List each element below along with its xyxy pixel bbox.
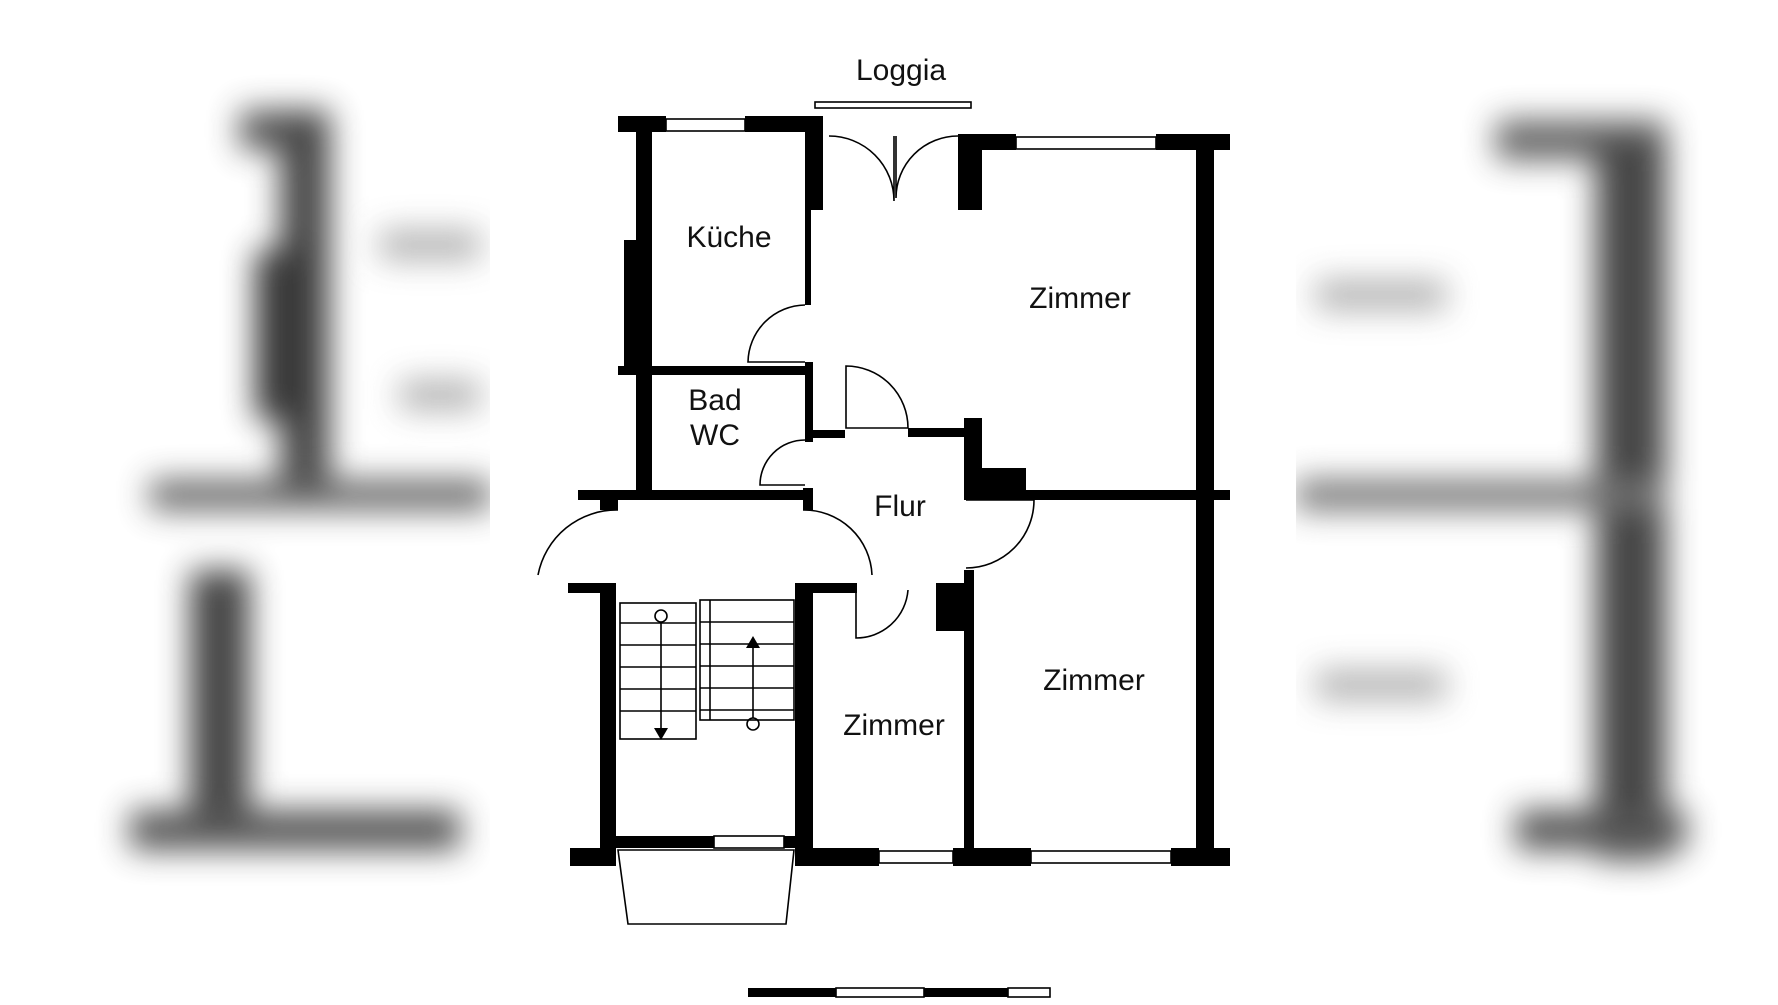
wall [805,210,811,305]
room-label-zimmer-small: Zimmer [843,709,945,742]
wall [624,240,638,370]
room-label-zimmer-right: Zimmer [1043,664,1145,697]
wall [784,836,806,848]
room-label-loggia: Loggia [856,54,946,87]
wall [570,848,616,866]
kitchen-door [747,304,806,363]
wall [795,848,879,866]
room-label-wc: WC [690,419,740,452]
room-label-zimmer-top: Zimmer [1029,282,1131,315]
room-window-bottom [1030,850,1172,864]
blurred-background-right [1296,0,1778,1000]
wall [745,116,823,132]
wall [936,583,966,631]
wall [1171,848,1230,866]
room-label-bad: Bad [688,384,741,417]
stair-arrow-down-icon [654,728,668,740]
wall [600,583,616,848]
wall [958,134,982,210]
wall [1156,134,1230,150]
floor-plan: Loggia Küche Zimmer Bad WC Flur Zimmer Z… [490,0,1296,1000]
wall [908,428,972,437]
floor-plan-drawing: Loggia Küche Zimmer Bad WC Flur Zimmer Z… [537,54,1230,998]
bath-door [759,439,806,486]
wall [953,848,1031,866]
wall [612,836,714,848]
wall [568,583,614,593]
room-label-kueche: Küche [686,221,771,254]
entrance-canopy [617,849,795,925]
entry-door-right [802,509,873,576]
wall [964,490,1230,500]
wall [805,116,823,210]
wall [805,362,813,442]
wall [964,468,1026,498]
zimmer-door-upper [845,365,909,429]
zimmer-door-small [855,589,909,639]
loggia-door-left [828,135,895,202]
wall [964,570,974,848]
wall [600,490,618,510]
wall [803,488,813,510]
wall [618,366,811,375]
loggia-balcony [814,101,972,109]
wall [795,583,813,848]
small-room-window [878,850,954,864]
room-window [1015,136,1157,150]
kitchen-window [665,118,746,132]
staircase [619,599,795,740]
wall [805,430,845,438]
wall [578,490,810,500]
stair-window [713,835,785,849]
loggia-door-right [895,135,959,199]
wall [795,583,857,593]
scale-bar [748,987,1051,998]
room-label-flur: Flur [874,490,926,523]
entry-door-left [537,509,619,576]
blurred-background-left [0,0,490,1000]
stair-arrow-up-icon [746,636,760,648]
wall [636,116,652,496]
stair-start-marker [654,609,668,623]
zimmer-door-right [965,499,1035,569]
